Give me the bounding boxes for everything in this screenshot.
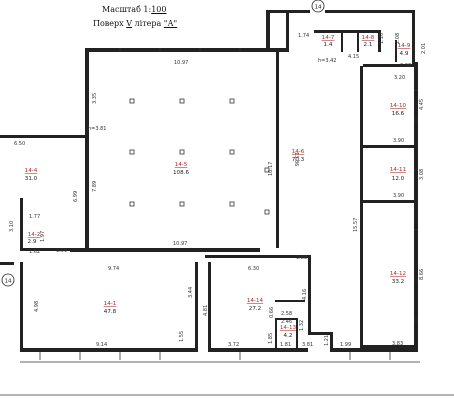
room-area: 108.6 (173, 170, 189, 176)
window-lines (0, 48, 454, 396)
axis-marker-top: 14 (311, 0, 325, 13)
dimension: 4.15 (348, 54, 359, 60)
dimension: 3.44 (188, 287, 194, 298)
dimension: 3.10 (9, 221, 15, 232)
dimension: 2.58 (281, 311, 292, 317)
dimension: 9.14 (96, 342, 107, 348)
dimension: 7.89 (92, 181, 98, 192)
dimension: 3.90 (393, 193, 404, 199)
room-area: 4.9 (400, 51, 409, 57)
room-id: 14-9 (398, 43, 411, 49)
room-area: 2.9 (28, 239, 37, 245)
dimension: 10.97 (174, 60, 188, 66)
dimension: 1.59 (56, 248, 67, 254)
dimension: 1.10 (379, 33, 385, 44)
room-area: 12.0 (392, 176, 405, 182)
room-id: 14-12 (390, 271, 406, 277)
dimension: 6.50 (14, 141, 25, 147)
dimension: 6.99 (73, 191, 79, 202)
dimension: 1.85 (268, 333, 274, 344)
dimension: 3.83 (392, 341, 403, 347)
room-id: 14-1 (104, 301, 117, 307)
room-area: 31.0 (25, 176, 38, 182)
axis-marker-top-label: 14 (314, 5, 322, 11)
dimension: 1.32 (299, 320, 305, 331)
room-id: 14-13 (280, 325, 297, 331)
room-area: 47.8 (104, 309, 117, 315)
axis-marker-left: 14 (1, 273, 15, 287)
dimension: h=3.81 (88, 126, 107, 132)
dimension: 3.90 (393, 138, 404, 144)
dimension: 1.55 (179, 331, 185, 342)
room-id: 14-4 (25, 168, 38, 174)
dimension: 3.35 (92, 93, 98, 104)
dimension: 2.01 (421, 43, 427, 54)
room-id: 14-6 (292, 149, 305, 155)
dimension: 4.98 (34, 301, 40, 312)
walls (0, 10, 418, 352)
dimension: 8.66 (419, 269, 425, 280)
dimension: 1.81 (280, 342, 291, 348)
room-id: 14-11 (390, 167, 407, 173)
dimension: 1.62 (29, 249, 40, 255)
room-area: 70.3 (292, 157, 305, 163)
dimension: 1.88 (296, 255, 307, 261)
scale-label: Масштаб 1:100 (102, 5, 167, 14)
letter-value: "А" (163, 19, 178, 28)
dimension: 10.17 (268, 162, 274, 176)
floor-value: V (126, 19, 132, 28)
room-id: 14-14 (247, 298, 264, 304)
columns (129, 98, 270, 215)
dimension: 1.97 (40, 231, 46, 242)
dimension: 3.20 (394, 75, 405, 81)
scale-value: 100 (151, 5, 167, 14)
dimension: 1.21 (324, 335, 330, 346)
dimension: 2.08 (400, 63, 411, 69)
dimension: 4.16 (302, 289, 308, 300)
room-id: 14-10 (390, 103, 407, 109)
floor-label: Поверх V літера "А" (93, 19, 178, 28)
dimension: 10.97 (173, 241, 187, 247)
dimension: 1.99 (340, 342, 351, 348)
room-id: 14-7 (322, 35, 335, 41)
dimension: 9.74 (108, 266, 119, 272)
room-id: 14-8 (362, 35, 375, 41)
room-id: 14-5 (175, 162, 188, 168)
dimension: 2.46 (281, 319, 292, 325)
dimension: 1.77 (29, 214, 40, 220)
dimension-labels: 1.74 4.15 h=3.42 1.10 2.08 2.08 2.01 3.2… (9, 33, 427, 348)
dimension: 4.45 (419, 99, 425, 110)
dimension: h=3.42 (318, 58, 337, 64)
dimension: 13.36 (293, 152, 299, 166)
room-area: 33.2 (392, 279, 404, 285)
dimension: 1.74 (298, 33, 309, 39)
room-area: 16.6 (392, 111, 405, 117)
dimension: 3.08 (419, 169, 425, 180)
dimension: 2.08 (395, 33, 401, 44)
dimension: 3.72 (228, 342, 239, 348)
room-area: 1.4 (324, 42, 333, 48)
dimension: 15.57 (353, 218, 359, 232)
axis-marker-left-label: 14 (4, 279, 12, 285)
room-area: 27.2 (249, 306, 261, 312)
dimension: 4.81 (203, 305, 209, 316)
room-id: 14-2 (28, 232, 41, 238)
dimension: 3.81 (302, 342, 313, 348)
dimension: 6.30 (248, 266, 259, 272)
dimension: 0.66 (269, 307, 275, 318)
room-labels: 14-1 47.8 14-2 2.9 14-4 31.0 14-5 108.6 … (25, 35, 411, 339)
room-area: 2.1 (364, 42, 373, 48)
room-area: 4.2 (284, 333, 293, 339)
